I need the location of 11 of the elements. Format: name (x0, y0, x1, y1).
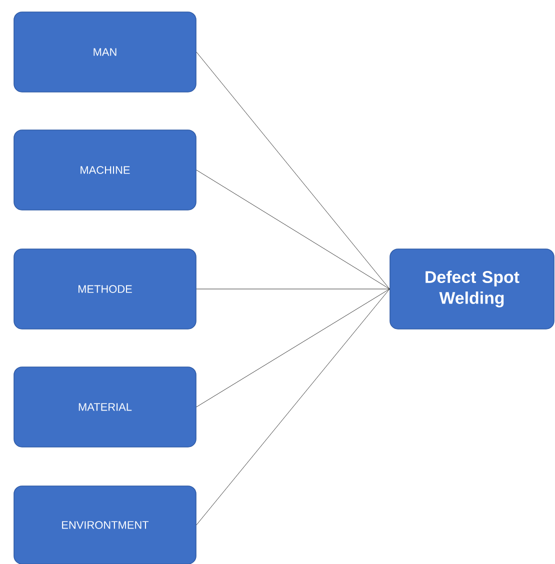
effect-box: Defect Spot Welding (390, 248, 554, 330)
connector-line (196, 288, 390, 526)
cause-box: MACHINE (14, 130, 196, 210)
cause-box: MAN (14, 12, 196, 92)
connector-line (196, 170, 390, 290)
cause-box: METHODE (14, 248, 196, 330)
cause-box: MATERIAL (14, 366, 196, 448)
cause-box: ENVIRONTMENT (14, 486, 196, 564)
connector-line (196, 288, 390, 290)
connector-line (196, 288, 390, 408)
connector-line (196, 52, 390, 290)
